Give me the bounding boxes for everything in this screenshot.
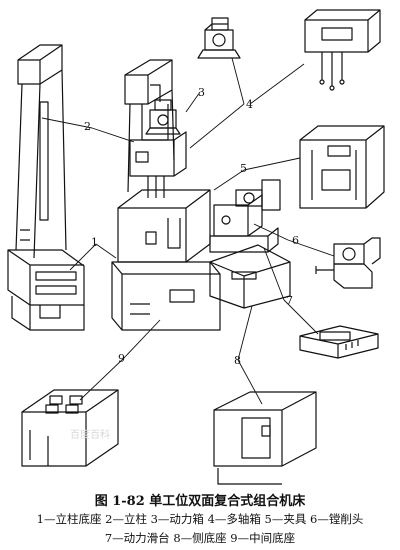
- callout-5: 5: [240, 162, 247, 175]
- fixture-part: [299, 125, 385, 209]
- legend-line-1: 1—立柱底座 2—立柱 3—动力箱 4—多轴箱 5—夹具 6—镗削头: [36, 512, 364, 526]
- spindle-box-assembled: [129, 131, 187, 198]
- middle-base-assembled: [111, 261, 221, 331]
- figure-title: 图 1-82 单工位双面复合式组合机床: [94, 494, 306, 509]
- side-base-part: [213, 391, 317, 485]
- machine-tool-diagram: 1 2 3 4 5 6 7 8 9: [7, 9, 385, 485]
- power-slide-assembled: [209, 227, 279, 253]
- middle-base-part: [21, 389, 119, 467]
- column-base-part: [7, 249, 85, 331]
- callout-3: 3: [198, 86, 205, 99]
- callout-1: 1: [91, 236, 98, 249]
- leader-lines: [41, 57, 335, 405]
- fixture-assembled: [117, 189, 211, 263]
- power-box-assembled: [145, 99, 181, 135]
- boring-head-assembled: [213, 179, 281, 237]
- watermark: 百度百科: [70, 430, 110, 441]
- callout-2: 2: [84, 120, 91, 133]
- callout-7: 7: [286, 294, 293, 307]
- legend-line-2: 7—动力滑台 8—侧底座 9—中间底座: [104, 531, 296, 545]
- callout-4: 4: [246, 98, 253, 111]
- callout-6: 6: [292, 234, 299, 247]
- callout-8: 8: [234, 354, 241, 367]
- boring-head-part: [315, 237, 381, 289]
- column-part: [15, 44, 67, 259]
- power-slide-part: [299, 325, 379, 359]
- spindle-box-part: [304, 9, 381, 91]
- power-box-part: [197, 17, 241, 59]
- callout-9: 9: [118, 352, 125, 365]
- side-base-assembled: [209, 244, 291, 309]
